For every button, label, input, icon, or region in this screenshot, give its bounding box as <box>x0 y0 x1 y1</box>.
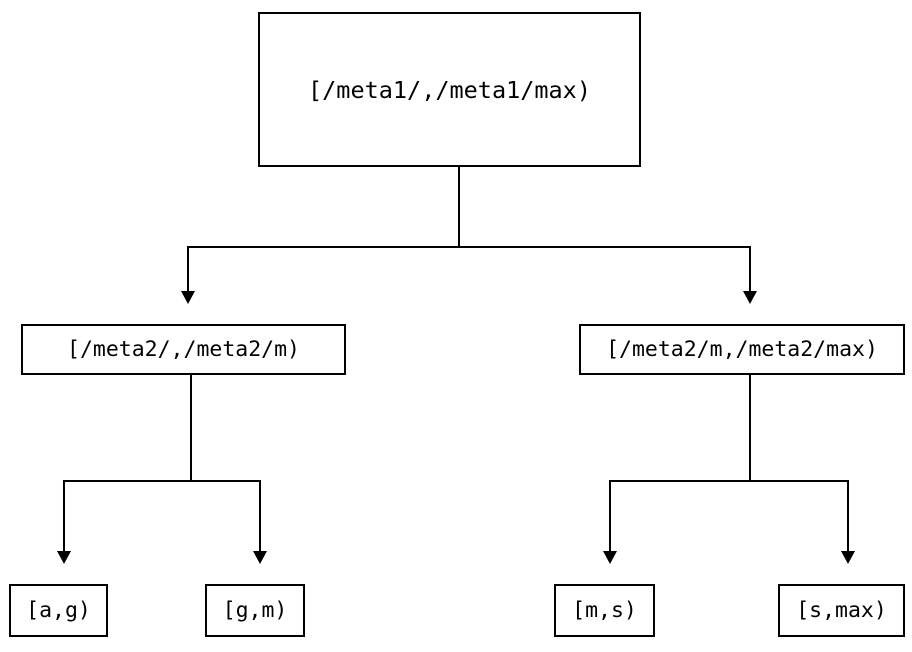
arrow-mid-right-to-leaf-ms-icon <box>603 551 617 564</box>
edge-mid-left-stem <box>190 375 192 481</box>
edge-root-stem <box>458 167 460 247</box>
edge-mid-right-to-leaf-smax-drop <box>847 480 849 551</box>
node-mid-right-label: [/meta2/m,/meta2/max) <box>606 337 878 362</box>
node-mid-left-label: [/meta2/,/meta2/m) <box>67 337 300 362</box>
node-leaf-m-s[interactable]: [m,s) <box>554 584 655 637</box>
edge-mid-left-to-leaf-gm-drop <box>259 480 261 551</box>
node-root[interactable]: [/meta1/,/meta1/max) <box>258 12 641 167</box>
arrow-mid-right-to-leaf-smax-icon <box>841 551 855 564</box>
node-leaf-a-g-label: [a,g) <box>26 598 91 623</box>
node-mid-right[interactable]: [/meta2/m,/meta2/max) <box>579 324 905 375</box>
node-leaf-g-m-label: [g,m) <box>222 598 288 623</box>
edge-root-to-mid-right-drop <box>749 246 751 291</box>
edge-mid-left-bus <box>63 480 261 482</box>
node-leaf-m-s-label: [m,s) <box>572 598 637 623</box>
node-mid-left[interactable]: [/meta2/,/meta2/m) <box>21 324 346 375</box>
node-leaf-a-g[interactable]: [a,g) <box>9 584 108 637</box>
edge-mid-right-stem <box>749 375 751 481</box>
edge-mid-left-to-leaf-ag-drop <box>63 480 65 551</box>
node-leaf-s-max[interactable]: [s,max) <box>778 584 905 637</box>
node-root-label: [/meta1/,/meta1/max) <box>308 75 591 104</box>
arrow-root-to-mid-right-icon <box>743 291 757 304</box>
node-leaf-s-max-label: [s,max) <box>796 598 887 623</box>
node-leaf-g-m[interactable]: [g,m) <box>205 584 305 637</box>
arrow-mid-left-to-leaf-ag-icon <box>57 551 71 564</box>
edge-mid-right-bus <box>609 480 849 482</box>
edge-mid-right-to-leaf-ms-drop <box>609 480 611 551</box>
arrow-root-to-mid-left-icon <box>181 291 195 304</box>
edge-root-to-mid-left-drop <box>187 246 189 291</box>
edge-root-bus <box>187 246 751 248</box>
arrow-mid-left-to-leaf-gm-icon <box>253 551 267 564</box>
